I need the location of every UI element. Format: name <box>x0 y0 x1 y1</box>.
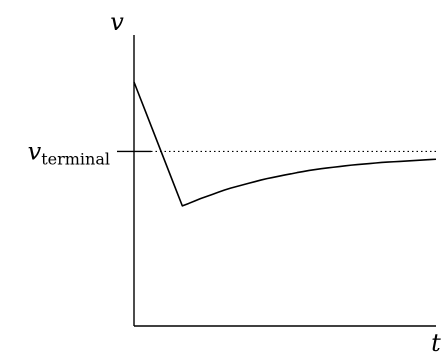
chart-marks <box>133 81 437 207</box>
terminal-velocity-label-sub: terminal <box>41 149 110 168</box>
terminal-velocity-label-main: v <box>28 137 42 165</box>
x-axis-label: t <box>431 329 441 353</box>
series-line-0 <box>133 81 437 207</box>
y-axis-label: v <box>110 8 124 36</box>
axes: v t <box>110 8 441 353</box>
terminal-velocity-reference: vterminal <box>28 137 436 168</box>
terminal-velocity-label: vterminal <box>28 137 110 168</box>
